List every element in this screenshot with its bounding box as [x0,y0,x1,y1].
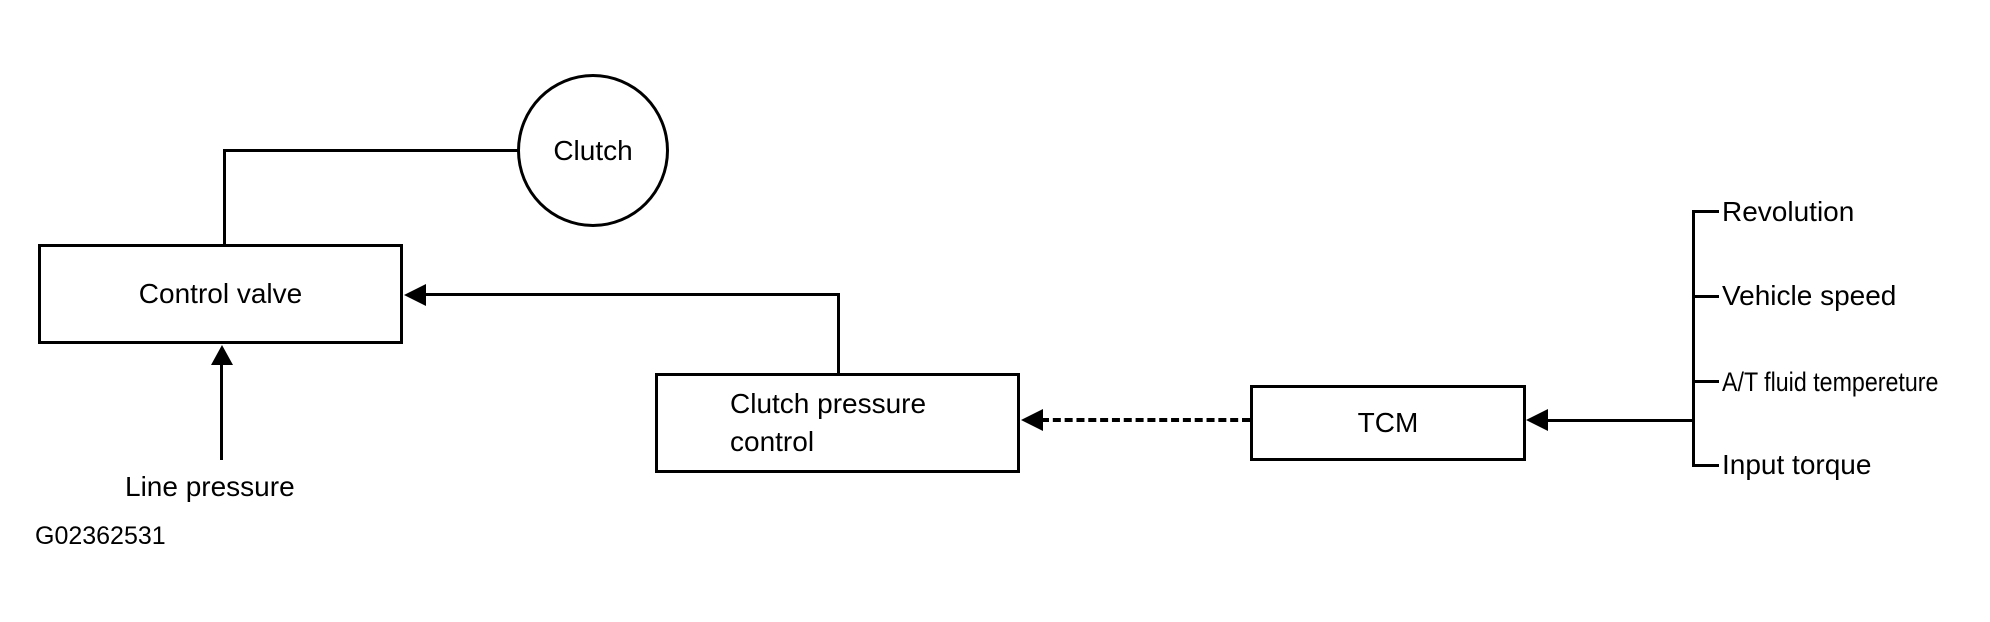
clutch-node: Clutch [517,74,669,227]
line-pressure-label: Line pressure [125,471,295,502]
figure-code: G02362531 [35,522,166,550]
inputs-bracket-tick-input-torque [1692,464,1719,467]
inputs-to-tcm-line [1546,419,1695,422]
inputs-to-tcm-arrowhead-icon [1526,409,1548,431]
cpc-to-control-valve-arrowhead-icon [404,284,426,306]
inputs-bracket-tick-revolution [1692,210,1719,213]
tcm-to-cpc-dashed-line [1041,418,1250,422]
inputs-bracket-tick-at-fluid-temperature [1692,380,1719,383]
connector-clutch-vertical-line [223,149,226,245]
line-pressure-line [220,362,223,460]
cpc-to-control-valve-line [424,293,840,296]
tcm-node: TCM [1250,385,1526,461]
control-valve-node-label: Control valve [138,278,303,309]
inputs-bracket-tick-vehicle-speed [1692,295,1719,298]
inputs-bracket-line [1692,210,1695,467]
connector-clutch-horizontal-line [223,149,519,152]
input-label-revolution: Revolution [1722,196,1855,227]
input-label-at-fluid-temperature: A/T fluid tempereture [1722,367,1939,397]
clutch-pressure-control-node-label: Clutch pressure control [730,388,927,457]
line-pressure-arrowhead-icon [211,345,233,365]
tcm-to-cpc-arrowhead-icon [1021,409,1043,431]
input-label-input-torque: Input torque [1722,449,1872,480]
control-valve-node: Control valve [38,244,403,344]
cpc-to-control-valve-riser [837,293,840,373]
tcm-node-label: TCM [1357,407,1419,438]
clutch-pressure-control-node: Clutch pressure control [655,373,1020,473]
clutch-node-label: Clutch [553,134,633,166]
input-label-vehicle-speed: Vehicle speed [1722,280,1897,311]
clutch-pressure-control-text-wrap: Clutch pressure control [658,385,1017,461]
